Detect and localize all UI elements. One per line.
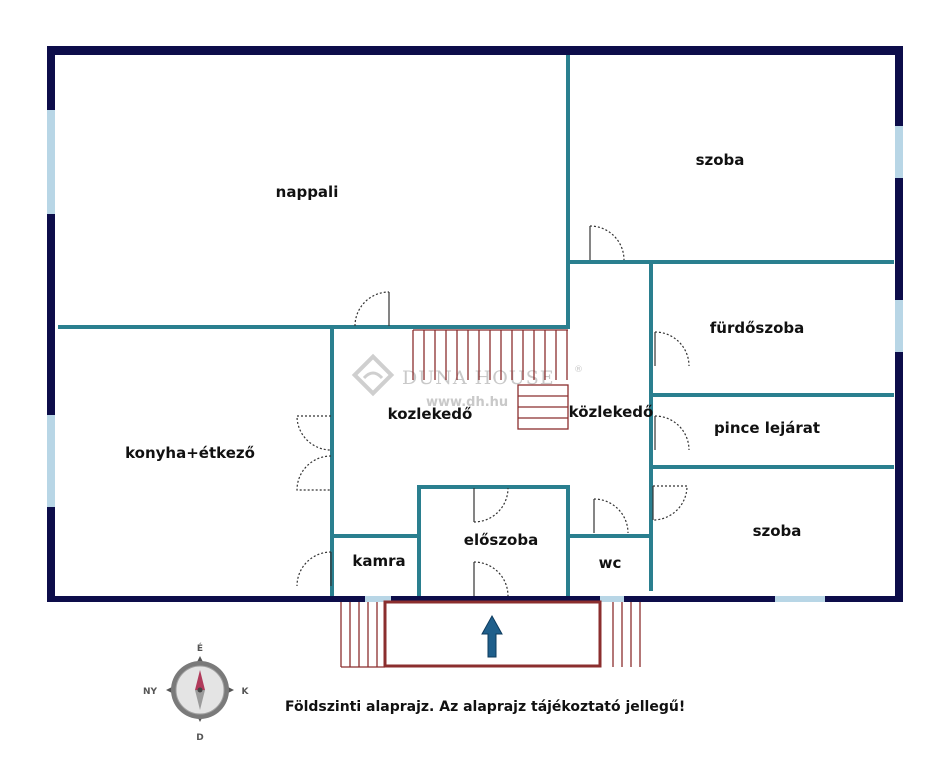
door-szoba-bottom xyxy=(652,485,688,521)
watermark-logo: DUNA HOUSE ® www.dh.hu xyxy=(351,353,583,410)
plan-caption: Földszinti alaprajz. Az alaprajz tájékoz… xyxy=(285,699,685,715)
label-furdoszoba: fürdőszoba xyxy=(710,319,804,337)
windows xyxy=(47,110,903,602)
entry-arrow-icon xyxy=(481,614,503,658)
label-konyha: konyha+étkező xyxy=(125,444,255,462)
label-nappali: nappali xyxy=(276,183,339,201)
label-szoba-bottom: szoba xyxy=(753,522,802,540)
label-kamra: kamra xyxy=(352,552,405,570)
room-labels: nappali szoba fürdőszoba pince lejárat s… xyxy=(125,151,820,572)
inner-walls xyxy=(58,54,894,598)
door-entrance xyxy=(473,561,509,597)
door-eloszoba-inner xyxy=(473,487,509,523)
compass-icon: É D K NY xyxy=(143,642,250,743)
door-szoba-top xyxy=(589,225,625,261)
compass-north: É xyxy=(197,642,203,654)
logo-url: www.dh.hu xyxy=(426,395,508,410)
door-pince xyxy=(654,415,690,451)
label-kozlekedo-right: közlekedő xyxy=(569,403,654,421)
label-wc: wc xyxy=(599,554,622,572)
duna-house-logo-icon xyxy=(351,353,395,397)
left-outdoor-steps xyxy=(340,602,385,668)
door-konyha-double xyxy=(296,415,332,491)
door-wc xyxy=(593,498,629,534)
label-pince: pince lejárat xyxy=(714,419,820,437)
compass-west: NY xyxy=(143,687,158,697)
label-szoba-top: szoba xyxy=(696,151,745,169)
door-kamra xyxy=(296,551,332,587)
door-nappali xyxy=(354,291,390,327)
label-kozlekedo-left: kozlekedő xyxy=(388,405,473,423)
doors xyxy=(296,225,690,597)
interior-stairs xyxy=(412,329,569,430)
logo-registered: ® xyxy=(574,365,583,375)
compass-east: K xyxy=(242,687,250,697)
right-outdoor-steps xyxy=(612,602,641,667)
entrance-porch xyxy=(340,600,641,668)
compass-south: D xyxy=(196,733,203,743)
logo-name: DUNA HOUSE xyxy=(402,367,555,389)
door-furdoszoba xyxy=(654,331,690,367)
label-eloszoba: előszoba xyxy=(464,531,538,549)
